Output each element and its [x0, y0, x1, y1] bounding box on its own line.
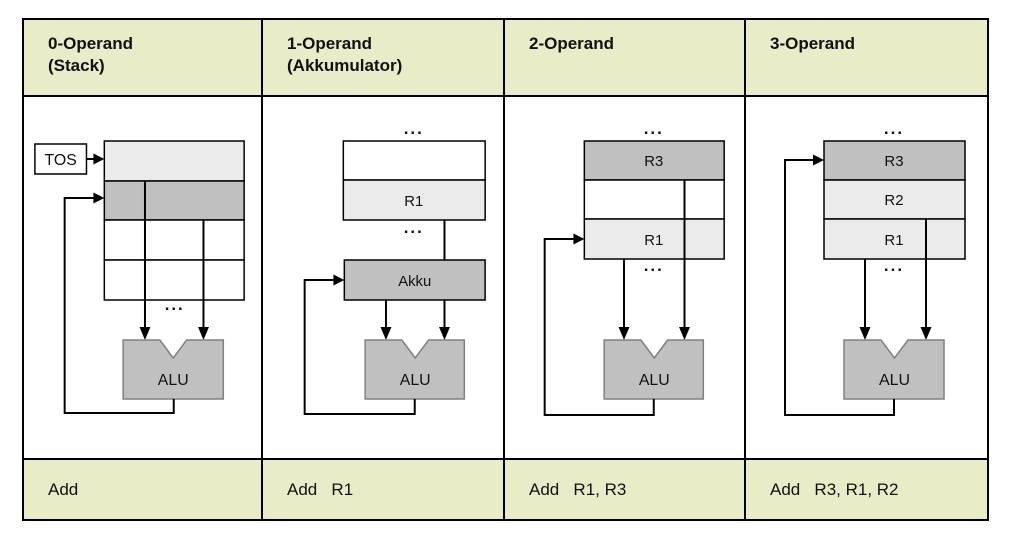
- alu-label: ALU: [639, 372, 670, 389]
- header-line2: (Stack): [48, 56, 105, 75]
- alu-shape: [122, 339, 225, 400]
- operand2-arrowhead-icon: [198, 327, 209, 340]
- operand1-arrowhead-icon: [139, 327, 151, 340]
- register-cell-r1: [583, 218, 725, 260]
- header-line1: 2-Operand: [529, 34, 615, 53]
- akku-box: [343, 259, 486, 301]
- result-feedback-wire: [63, 197, 175, 414]
- registers-ellipsis-bottom: ...: [644, 256, 664, 275]
- akkumulator-architecture-svg: ... R1 ... Akku ALU: [303, 119, 486, 415]
- diagram-3-operand-architecture: ... R3 R2 R1 ... ALU: [746, 97, 987, 458]
- register-r1-label: R1: [404, 193, 423, 210]
- register-cell-empty: [342, 140, 486, 181]
- header-line1: 1-Operand: [287, 34, 373, 53]
- register-cell-r3: [823, 140, 966, 181]
- registers-ellipsis-top: ...: [404, 119, 424, 138]
- header-line1: 0-Operand: [48, 34, 134, 53]
- stack-cell-third: [103, 219, 245, 261]
- result-arrowhead-icon: [93, 192, 105, 204]
- header-line2: (Akkumulator): [287, 56, 403, 75]
- register-cell-r1: [823, 218, 966, 260]
- r3-arrowhead-icon: [679, 327, 690, 340]
- akku-label: Akku: [398, 273, 431, 290]
- header-2-operand: 2-Operand: [505, 20, 746, 97]
- stack-cell-fourth: [103, 259, 245, 301]
- stack-cell-top: [103, 140, 245, 182]
- result-feedback-wire: [784, 159, 895, 416]
- tos-label: TOS: [45, 152, 77, 169]
- tos-box: [34, 143, 88, 175]
- instruction-text: Add: [48, 479, 79, 499]
- register-r2-label: R2: [884, 192, 903, 209]
- tos-arrowhead-icon: [93, 153, 105, 165]
- instruction-2-operand: Add R1, R3: [505, 458, 746, 519]
- register-r3-label: R3: [884, 153, 903, 170]
- instruction-3-operand: Add R3, R1, R2: [746, 458, 987, 519]
- instruction-text: Add R1: [287, 479, 354, 499]
- register-r1-label: R1: [644, 232, 663, 249]
- akku-arrowhead-icon: [380, 327, 392, 340]
- register-cell-r3: [583, 140, 725, 181]
- registers-ellipsis-bottom: ...: [404, 218, 424, 237]
- result-feedback-wire: [303, 279, 416, 415]
- alu-shape: [603, 339, 705, 400]
- result-arrowhead-icon: [333, 274, 345, 286]
- stack-architecture-svg: TOS ... ALU: [34, 140, 245, 414]
- two-operand-architecture-svg: ... R3 R1 ... ALU: [543, 119, 725, 416]
- registers-ellipsis-bottom: ...: [884, 256, 904, 275]
- instruction-1-operand: Add R1: [263, 458, 505, 519]
- header-0-operand: 0-Operand (Stack): [24, 20, 263, 97]
- result-feedback-wire: [543, 238, 655, 416]
- register-r1-label: R1: [884, 232, 903, 249]
- header-3-operand: 3-Operand: [746, 20, 987, 97]
- result-arrowhead-icon: [813, 154, 824, 166]
- stack-cell-second: [103, 180, 245, 221]
- instruction-0-operand: Add: [24, 458, 263, 519]
- header-1-operand: 1-Operand (Akkumulator): [263, 20, 505, 97]
- result-arrowhead-icon: [573, 233, 585, 245]
- r1-arrowhead-icon: [859, 327, 871, 340]
- stack-ellipsis: ...: [165, 295, 185, 314]
- instruction-text: Add R1, R3: [529, 479, 627, 499]
- register-cell-r1: [342, 179, 486, 221]
- diagram-akkumulator-architecture: ... R1 ... Akku ALU: [263, 97, 505, 458]
- registers-ellipsis-top: ...: [884, 119, 904, 138]
- register-r3-label: R3: [644, 153, 663, 170]
- r2-arrowhead-icon: [920, 327, 932, 340]
- r1-arrowhead-icon: [618, 327, 630, 340]
- header-line1: 3-Operand: [770, 34, 856, 53]
- r1-arrowhead-icon: [439, 327, 450, 340]
- three-operand-architecture-svg: ... R3 R2 R1 ... ALU: [784, 119, 966, 416]
- alu-shape: [364, 339, 466, 400]
- diagram-stack-architecture: TOS ... ALU: [24, 97, 263, 458]
- instruction-text: Add R3, R1, R2: [770, 479, 899, 499]
- alu-label: ALU: [879, 372, 910, 389]
- diagram-2-operand-architecture: ... R3 R1 ... ALU: [505, 97, 746, 458]
- alu-label: ALU: [158, 372, 189, 389]
- registers-ellipsis-top: ...: [644, 119, 664, 138]
- alu-shape: [843, 339, 945, 400]
- alu-label: ALU: [400, 372, 431, 389]
- isa-comparison-table: 0-Operand (Stack) 1-Operand (Akkumulator…: [22, 18, 989, 521]
- register-cell-empty: [583, 179, 725, 220]
